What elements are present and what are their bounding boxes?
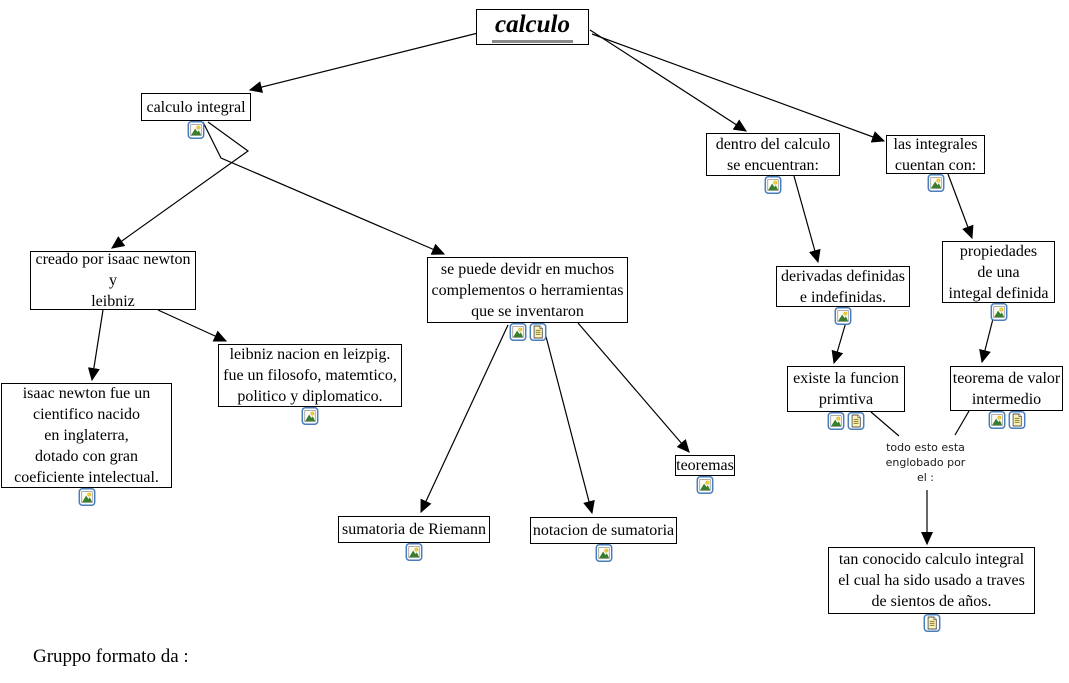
image-resource-icon[interactable] (595, 544, 612, 562)
concept-leibniz[interactable]: leibniz nacion en leizpig. fue un filoso… (218, 344, 402, 425)
connector-integrales-to-propiedades (947, 173, 974, 240)
concept-creado-por-newton-leibniz[interactable]: creado por isaac newton y leibniz (30, 251, 196, 310)
image-resource-icon[interactable] (927, 174, 944, 192)
image-resource-icon[interactable] (405, 543, 423, 561)
concept-tan-conocido-calculo-integral[interactable]: tan conocido calculo integral el cual ha… (828, 547, 1035, 632)
concept-teoremas[interactable]: teoremas (675, 455, 735, 494)
concept-sumatoria-riemann[interactable]: sumatoria de Riemann (338, 516, 490, 561)
image-resource-icon[interactable] (696, 476, 714, 494)
document-resource-icon[interactable] (923, 614, 940, 632)
connector-existe-to-todoesto (870, 411, 900, 437)
concept-notacion-sumatoria[interactable]: notacion de sumatoria (530, 517, 677, 562)
map-footer-annotation: Gruppo formato da : (33, 646, 189, 667)
image-resource-icon[interactable] (509, 323, 526, 341)
connector-sepuede-to-sumatoria (420, 324, 509, 514)
connector-derivadas-to-existe (831, 321, 847, 365)
connector-calculo-to-calculo-integral (248, 32, 479, 93)
concept-dentro-del-calculo[interactable]: dentro del calculo se encuentran: (706, 133, 840, 194)
linking-phrase-todo-esto[interactable]: todo esto esta englobado por el : (885, 440, 966, 484)
concept-derivadas[interactable]: derivadas definidas e indefinidas. (776, 266, 910, 325)
concept-calculo-root[interactable]: calculo (476, 9, 589, 45)
concept-calculo-integral[interactable]: calculo integral (141, 93, 251, 139)
connector-sepuede-to-notacion (542, 324, 595, 515)
image-resource-icon[interactable] (78, 488, 95, 506)
image-resource-icon[interactable] (301, 407, 319, 425)
image-resource-icon[interactable] (990, 303, 1007, 321)
image-resource-icon[interactable] (834, 307, 852, 325)
connector-creado-to-isaac (87, 309, 104, 382)
concept-isaac-newton[interactable]: isaac newton fue un cientifico nacido en… (1, 383, 172, 506)
connector-teoremavalor-to-todoesto (954, 410, 970, 436)
concept-teorema-valor-intermedio[interactable]: teorema de valor intermedio (950, 366, 1063, 429)
image-resource-icon[interactable] (187, 121, 205, 139)
concept-se-puede-dividir[interactable]: se puede devidr en muchos complementos o… (427, 257, 628, 341)
document-resource-icon[interactable] (529, 323, 546, 341)
concept-calculo-root-label: calculo (492, 11, 573, 43)
connector-creado-to-leibniz (157, 309, 228, 342)
concept-propiedades-integral[interactable]: propiedades de una integal definida (942, 241, 1055, 321)
connector-calculo-to-dentro (589, 29, 748, 132)
image-resource-icon[interactable] (988, 411, 1005, 429)
concept-funcion-primitiva[interactable]: existe la funcion primtiva (787, 366, 905, 430)
connector-integral-to-sepuede (202, 121, 446, 255)
connector-integral-to-creado (111, 121, 250, 249)
connector-calculo-to-integrales (591, 33, 886, 143)
connector-dentro-to-derivadas (793, 175, 821, 264)
document-resource-icon[interactable] (847, 412, 865, 430)
concept-las-integrales[interactable]: las integrales cuentan con: (886, 135, 985, 192)
image-resource-icon[interactable] (827, 412, 845, 430)
connector-sepuede-to-teoremas (577, 322, 690, 453)
image-resource-icon[interactable] (764, 176, 782, 194)
document-resource-icon[interactable] (1008, 411, 1025, 429)
